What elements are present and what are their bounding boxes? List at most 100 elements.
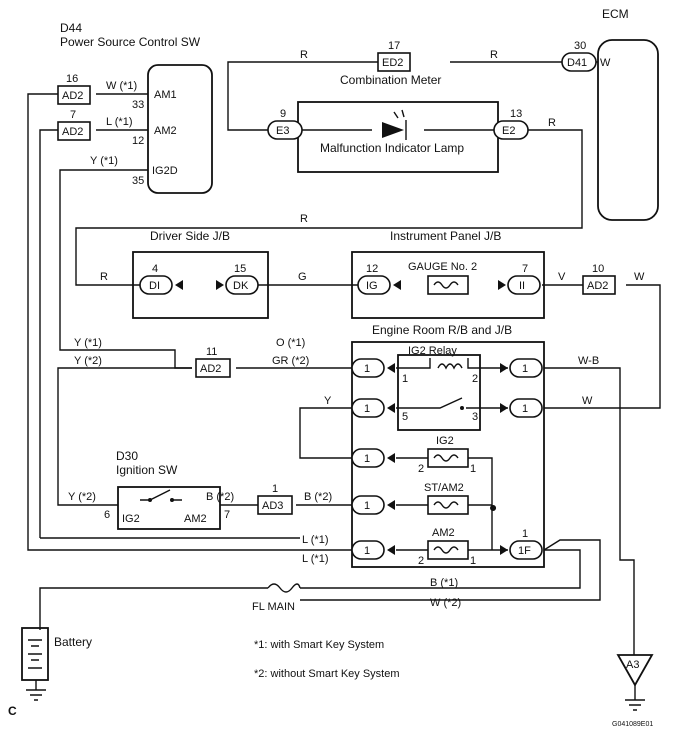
ad2-am2-text: AD2 xyxy=(62,126,83,138)
instrument-panel-jb-box xyxy=(351,251,545,319)
ign-am2-no: 7 xyxy=(224,509,230,521)
ad2-gauge-pin: 10 xyxy=(592,263,604,275)
dk-connector xyxy=(225,275,259,295)
ig2-relay-box xyxy=(397,354,481,431)
mil-label: Malfunction Indicator Lamp xyxy=(320,141,464,155)
ad3-text: AD3 xyxy=(262,500,283,512)
fl-main-label: FL MAIN xyxy=(252,601,295,613)
wire-r-meter-right: R xyxy=(490,49,498,61)
ig2d-pin: IG2D xyxy=(152,165,178,177)
e2-pin: 13 xyxy=(510,108,522,120)
e2-text: E2 xyxy=(502,125,515,137)
f1-connector xyxy=(509,540,543,560)
gauge-label: GAUGE No. 2 xyxy=(408,261,477,273)
battery-label: Battery xyxy=(54,635,92,649)
wire-r-jb: R xyxy=(300,213,308,225)
wire-y-relay: Y xyxy=(324,395,332,407)
wire-g: G xyxy=(298,271,307,283)
ig-pin: 12 xyxy=(366,263,378,275)
ii-connector xyxy=(507,275,541,295)
ed2-pin: 17 xyxy=(388,40,400,52)
ign-am2-pin: AM2 xyxy=(184,513,207,525)
relay-pin-5: 5 xyxy=(402,411,408,423)
wire-b2-b: B (*2) xyxy=(304,491,332,503)
wire-r-di: R xyxy=(100,271,108,283)
ig2-relay-label: IG2 Relay xyxy=(408,345,457,357)
a3-text: A3 xyxy=(626,659,639,671)
er-connector-2 xyxy=(351,398,385,418)
fl-main-fuse xyxy=(267,583,301,593)
relay-pin-1: 1 xyxy=(402,373,408,385)
wire-o1: O (*1) xyxy=(276,337,305,349)
wires xyxy=(27,61,661,690)
am2-fuse-pin-2: 2 xyxy=(418,555,424,567)
ed2-text: ED2 xyxy=(382,57,403,69)
di-pin: 4 xyxy=(152,263,158,275)
wire-r-e2: R xyxy=(548,117,556,129)
er-connector-4 xyxy=(351,495,385,515)
wire-b2-a: B (*2) xyxy=(206,491,234,503)
ii-pin: 7 xyxy=(522,263,528,275)
note-1: *1: with Smart Key System xyxy=(254,639,384,651)
ground-icon xyxy=(26,689,46,701)
wire-w-am1: W (*1) xyxy=(106,80,137,92)
ig-connector xyxy=(357,275,391,295)
ad2-relay-pin: 11 xyxy=(206,346,217,358)
battery-symbol xyxy=(21,627,49,681)
am2-pin: AM2 xyxy=(154,125,177,137)
d44-name: Power Source Control SW xyxy=(60,35,201,49)
wire-l1-a: L (*1) xyxy=(302,534,329,546)
combination-meter-label: Combination Meter xyxy=(340,73,441,87)
er-connector-3 xyxy=(351,448,385,468)
ad2-am1-text: AD2 xyxy=(62,90,83,102)
wire-b1-fl: B (*1) xyxy=(430,577,458,589)
ad2-gauge-text: AD2 xyxy=(587,280,608,292)
connectors xyxy=(57,52,616,560)
am1-no: 33 xyxy=(132,99,144,111)
ig2-relay-internals xyxy=(410,358,486,410)
e3-text: E3 xyxy=(276,125,289,137)
er-pin-4: 1 xyxy=(364,500,370,512)
dk-text: DK xyxy=(233,280,249,292)
d41-text: D41 xyxy=(567,57,587,69)
di-text: DI xyxy=(149,280,160,292)
er-pin-2: 1 xyxy=(364,403,370,415)
ii-text: II xyxy=(519,280,525,292)
ad2-relay-text: AD2 xyxy=(200,363,221,375)
ig2d-no: 35 xyxy=(132,175,144,187)
wire-l-am2: L (*1) xyxy=(106,116,133,128)
f1-pin: 1 xyxy=(522,528,528,540)
wire-w2-fl: W (*2) xyxy=(430,597,461,609)
gauge-fuse xyxy=(427,275,469,295)
note-2: *2: without Smart Key System xyxy=(254,668,400,680)
d41-connector xyxy=(561,52,597,72)
diagram-text: D44 Power Source Control SW ECM Combinat… xyxy=(8,7,653,728)
relay-pin-2: 2 xyxy=(472,373,478,385)
ecm-w-pin: W xyxy=(600,57,611,69)
wire-w-gauge: W xyxy=(634,271,645,283)
am2-no: 12 xyxy=(132,135,144,147)
engine-room-label: Engine Room R/B and J/B xyxy=(372,323,512,337)
ad2-am2-connector xyxy=(57,121,91,141)
lamp-icon xyxy=(302,109,494,140)
er-pin-5: 1 xyxy=(364,545,370,557)
wire-y2: Y (*2) xyxy=(74,355,102,367)
wire-w-relay: W xyxy=(582,395,593,407)
ignition-sw-box xyxy=(117,486,221,530)
dk-pin: 15 xyxy=(234,263,246,275)
er-pin-1: 1 xyxy=(364,363,370,375)
er-pin-6: 1 xyxy=(522,363,528,375)
ig2-fuse-pin-2: 2 xyxy=(418,463,424,475)
wire-gr2: GR (*2) xyxy=(272,355,309,367)
a3-ground-icon xyxy=(616,654,654,711)
wire-y-ig2d: Y (*1) xyxy=(90,155,118,167)
ign-ig2-pin: IG2 xyxy=(122,513,140,525)
ecm-box xyxy=(597,39,659,221)
driver-side-jb-box xyxy=(132,251,269,319)
d44-code: D44 xyxy=(60,21,82,35)
st-am2-fuse-label: ST/AM2 xyxy=(424,482,464,494)
f1-text: 1F xyxy=(518,545,531,557)
ign-ig2-no: 6 xyxy=(104,509,110,521)
